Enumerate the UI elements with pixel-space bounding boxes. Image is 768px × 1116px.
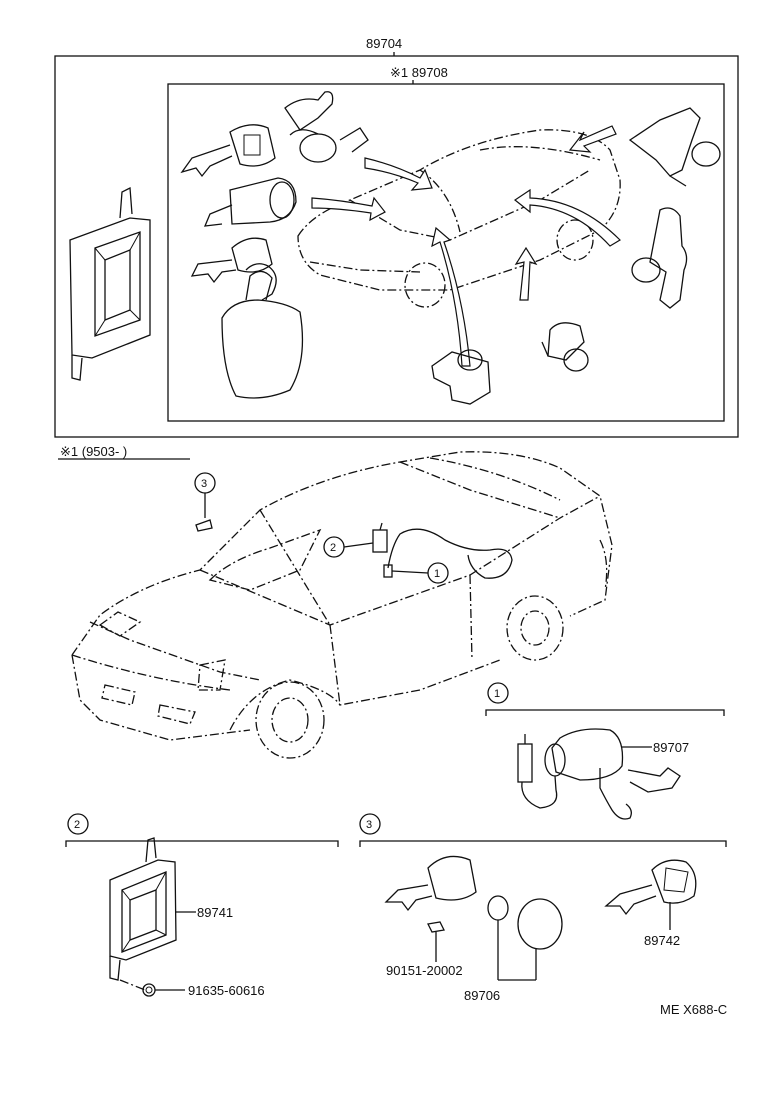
detail-2: 2 89741 91635-60616 [65, 813, 339, 998]
footnote-label: ※1 (9503- ) [60, 444, 127, 459]
arrow-5 [514, 246, 538, 301]
inner-assembly-frame [167, 83, 725, 422]
part-number-89742: 89742 [644, 933, 680, 948]
ignition-cylinder [203, 177, 297, 227]
inner-box-label: ※1 89708 [390, 65, 448, 80]
part-number-91635-60616: 91635-60616 [188, 983, 265, 998]
door-lock-cylinder-right-top [628, 107, 721, 187]
callout-1-main: 1 [391, 562, 449, 584]
ecu-module-top [69, 186, 151, 381]
callout-3-main: 3 [194, 472, 216, 532]
key-top-2 [190, 237, 277, 301]
key-top-1 [180, 124, 276, 178]
car-top-view [297, 129, 621, 308]
part-number-89741: 89741 [197, 905, 233, 920]
detail-3: 3 90151-20002 89706 89742 [359, 813, 727, 1003]
arrow-6 [431, 226, 471, 367]
svg-text:3: 3 [201, 478, 207, 490]
arrow-1 [364, 157, 433, 191]
arrow-4 [513, 188, 621, 247]
key-fob-pouch [221, 270, 304, 399]
door-lock-cylinder-right-bottom [631, 207, 688, 309]
door-lock-cylinder-bottom-right [541, 322, 589, 372]
lock-switch-bottom [431, 349, 491, 405]
arrow-3 [568, 125, 617, 153]
callout-2-main: 2 [323, 536, 374, 558]
main-harness [372, 522, 513, 579]
detail-1: 1 89707 [485, 682, 725, 820]
part-number-89706: 89706 [464, 988, 500, 1003]
car-main-view [71, 451, 613, 759]
svg-text:2: 2 [330, 542, 336, 554]
part-number-89707: 89707 [653, 740, 689, 755]
arrow-2 [311, 196, 386, 222]
diagram-code: ME X688-C [660, 1002, 727, 1017]
svg-text:1: 1 [434, 568, 440, 580]
part-number-89704: 89704 [366, 36, 402, 51]
svg-text:1: 1 [494, 688, 500, 700]
door-lock-cylinder-top [284, 91, 369, 163]
svg-text:3: 3 [366, 819, 372, 831]
svg-text:2: 2 [74, 819, 80, 831]
assembly-frame [54, 55, 739, 438]
part-number-90151-20002: 90151-20002 [386, 963, 463, 978]
